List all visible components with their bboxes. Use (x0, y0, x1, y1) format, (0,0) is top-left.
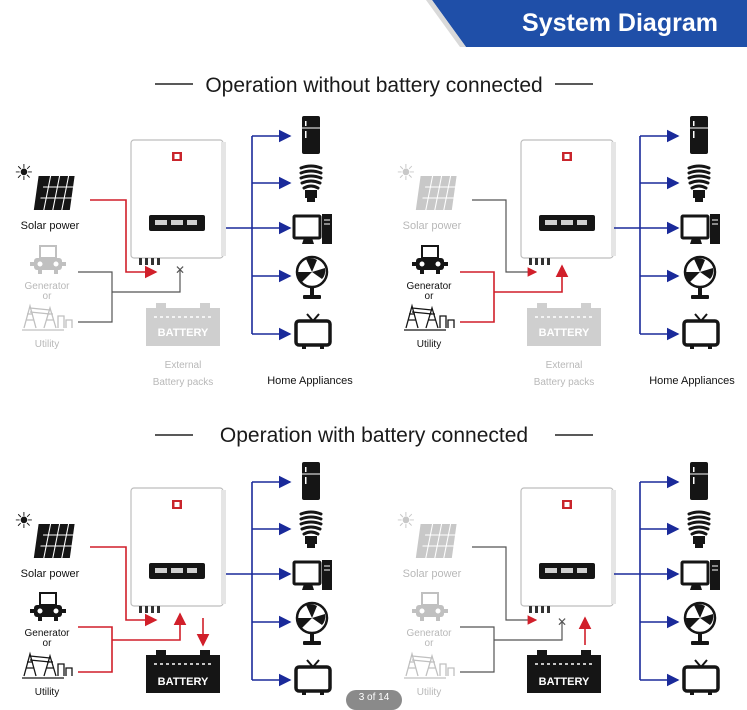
section-title-without: Operation without battery connected (205, 74, 542, 97)
appliances (614, 462, 720, 695)
inverter (130, 487, 227, 614)
battery-label: BATTERY (158, 676, 209, 688)
generator-label: Generator (406, 281, 452, 292)
utility-label: Utility (35, 339, 59, 350)
solar-label: Solar power (21, 220, 80, 232)
battery-packs-label: Battery packs (534, 377, 595, 388)
section-title-with: Operation with battery connected (220, 424, 528, 447)
generator-label: Generator (24, 628, 70, 639)
svg-text:✕: ✕ (557, 615, 567, 629)
battery-dim (145, 302, 221, 347)
svg-text:✕: ✕ (175, 263, 185, 277)
utility-icon (403, 305, 455, 331)
generator-label: Generator (24, 281, 70, 292)
utility-label: Utility (417, 339, 441, 350)
or-label: or (43, 291, 53, 302)
solar-label: Solar power (403, 568, 462, 580)
appliances-label: Home Appliances (649, 375, 735, 387)
battery-label: BATTERY (158, 327, 209, 339)
generator-label: Generator (406, 628, 452, 639)
battery-label: BATTERY (539, 676, 590, 688)
generator-icon (411, 592, 449, 622)
solar-label: Solar power (21, 568, 80, 580)
generator-icon (411, 245, 449, 275)
solar-icon (395, 507, 461, 559)
panel-solar-no-battery: Solar power Generator or Utility ✕ BATTE… (13, 116, 353, 388)
battery-label: BATTERY (539, 327, 590, 339)
inverter (520, 139, 617, 266)
or-label: or (425, 291, 435, 302)
or-label: or (425, 638, 435, 649)
header-title: System Diagram (522, 9, 718, 37)
utility-icon (403, 653, 455, 679)
appliances (226, 462, 332, 695)
utility-icon (21, 653, 73, 679)
battery-packs-label: Battery packs (153, 377, 214, 388)
external-label: External (165, 360, 202, 371)
panel-battery-only: Solar power Generator or Utility ✕ BATTE… (395, 462, 720, 698)
external-label: External (546, 360, 583, 371)
generator-icon (29, 245, 67, 275)
utility-icon (21, 305, 73, 331)
appliances (226, 116, 332, 349)
solar-label: Solar power (403, 220, 462, 232)
panel-all-with-battery: Solar power Generator or Utility BATTERY (13, 462, 332, 698)
panel-grid-no-battery: Solar power Generator or Utility BATTERY… (395, 116, 735, 388)
inverter (130, 139, 227, 266)
utility-label: Utility (417, 687, 441, 698)
or-label: or (43, 638, 53, 649)
battery-dim (526, 302, 602, 347)
appliances (614, 116, 720, 349)
inverter (520, 487, 617, 614)
page-indicator[interactable]: 3 of 14 (346, 690, 402, 710)
solar-icon (13, 507, 79, 559)
solar-icon (395, 159, 461, 211)
appliances-label: Home Appliances (267, 375, 353, 387)
header-band (432, 0, 747, 47)
generator-icon (29, 592, 67, 622)
utility-label: Utility (35, 687, 59, 698)
solar-icon (13, 159, 79, 211)
